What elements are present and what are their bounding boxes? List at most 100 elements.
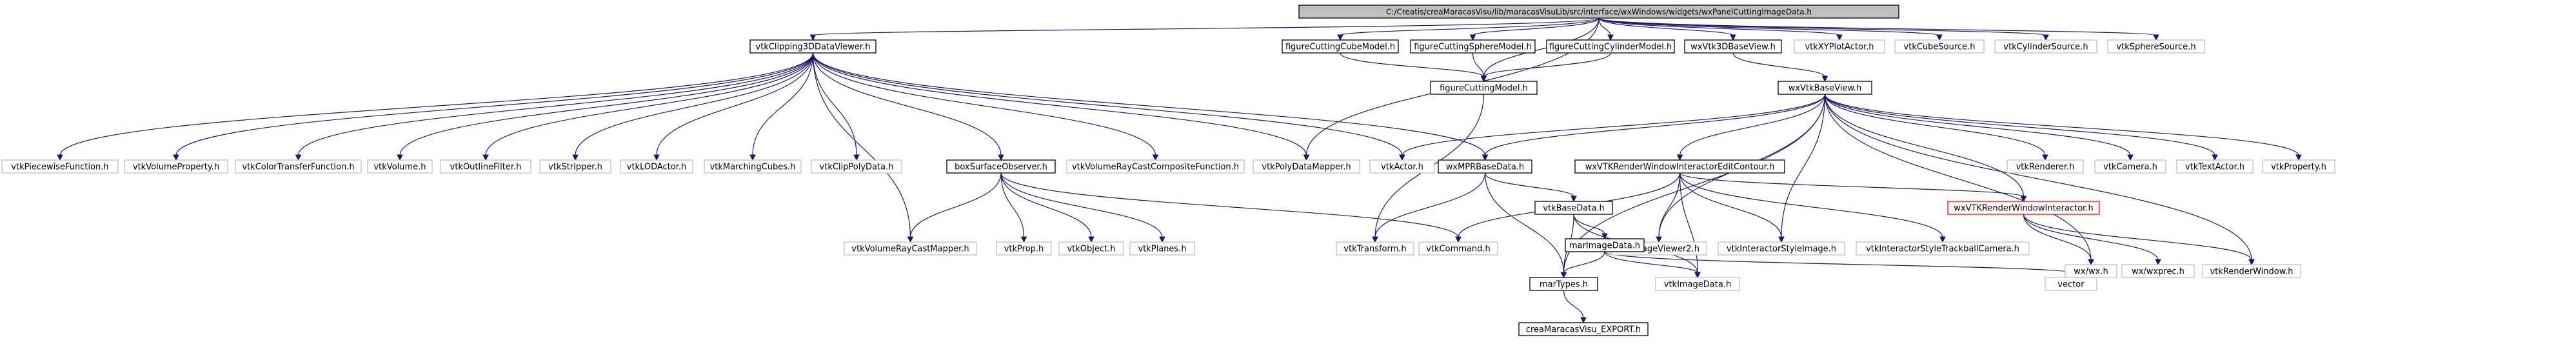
node-figure-cutting-model[interactable]: figureCuttingModel.h [1430,81,1538,95]
edge-wx-vtk3-dbase-view-to-wx-vtk-base-view [1732,52,1828,83]
edge-wx-mprbase-data-to-mar-types [1484,172,1567,279]
edge-root-to-vtk-sphere-source [1598,17,2159,41]
node-label: vector [2057,280,2085,290]
node-wx-vtkrender-window-interactor[interactable]: wxVTKRenderWindowInteractor.h [1947,201,2100,215]
edge-wx-mprbase-data-to-vtk-transform [1372,172,1486,243]
node-figure-cutting-cylinder-model[interactable]: figureCuttingCylinderModel.h [1546,39,1675,54]
node-label: vtkClipPolyData.h [820,163,894,172]
node-box-surface-observer[interactable]: boxSurfaceObserver.h [946,159,1056,174]
edge-mar-image-data-to-vtk-image-data [1604,251,1701,279]
edge-wx-vtkrender-window-interactor-edit-contour-to-wx-vtkrender-window-interactor [1679,172,2027,203]
edge-vtk-base-data-to-mar-image-data [1573,214,1608,240]
node-vtk-interactor-style-trackball-camera: vtkInteractorStyleTrackballCamera.h [1856,241,2030,256]
edge-root-to-figure-cutting-cylinder-model [1598,17,1614,41]
edge-wx-vtkrender-window-interactor-edit-contour-to-vtk-interactor-style-image [1679,172,1785,243]
edge-vtk-clipping3-ddata-viewer-to-vtk-volume [397,52,814,161]
edge-box-surface-observer-to-vtk-volume-ray-cast-mapper [907,172,1002,243]
node-vtk-clipping3-ddata-viewer[interactable]: vtkClipping3DDataViewer.h [749,39,877,54]
node-label: vtkProperty.h [2271,163,2326,172]
node-vtk-object: vtkObject.h [1058,241,1124,256]
node-vtk-render-window: vtkRenderWindow.h [2202,264,2301,278]
node-crea-maracas-visu-export[interactable]: creaMaracasVisu_EXPORT.h [1518,322,1649,336]
node-label: vtkCylinderSource.h [2003,43,2088,52]
edge-root-to-vtk-cube-source [1598,17,1943,41]
node-vtk-stripper: vtkStripper.h [539,159,611,174]
node-figure-cutting-sphere-model[interactable]: figureCuttingSphereModel.h [1410,39,1536,54]
node-label: vtkRenderer.h [2016,163,2075,172]
node-label: vtkStripper.h [548,163,602,172]
node-label: vtkInteractorStyleTrackballCamera.h [1866,245,2019,254]
edge-vtk-clipping3-ddata-viewer-to-vtk-piecewise-function [57,52,814,161]
node-vtk-base-data[interactable]: vtkBaseData.h [1534,201,1613,215]
node-wx-vtk3-dbase-view[interactable]: wxVtk3DBaseView.h [1684,39,1782,54]
node-label: vtkVolumeProperty.h [133,163,219,172]
node-label: wxVTKRenderWindowInteractorEditContour.h [1585,163,1775,172]
edge-wx-vtkrender-window-interactor-edit-contour-to-vtk-image-viewer2 [1656,172,1681,243]
node-label: marTypes.h [1540,280,1588,290]
edge-box-surface-observer-to-vtk-command [1000,172,1461,243]
node-wx-vtk-base-view[interactable]: wxVtkBaseView.h [1778,81,1872,95]
edge-root-to-vtk-cylinder-source [1598,17,2049,41]
node-label: wx/wx.h [2074,267,2108,277]
edge-wx-vtk-base-view-to-vtk-interactor-style-image [1778,94,1826,243]
node-vtk-renderer: vtkRenderer.h [2006,159,2084,174]
edge-wx-vtkrender-window-interactor-to-wxwx [2023,214,2094,266]
node-vtk-command: vtkCommand.h [1418,241,1498,256]
edge-wx-vtkrender-window-interactor-edit-contour-to-vtk-interactor-style-trackball-camera [1679,172,1946,243]
edge-vtk-clipping3-ddata-viewer-to-vtk-volume-ray-cast-mapper [812,52,914,243]
node-label: figureCuttingSphereModel.h [1414,43,1532,52]
node-label: figureCuttingCylinderModel.h [1549,43,1672,52]
node-vtk-transform: vtkTransform.h [1336,241,1414,256]
node-label: vtkCubeSource.h [1904,43,1976,52]
edge-mar-image-data-to-mar-types [1560,251,1605,279]
node-label: wxVtkBaseView.h [1788,84,1862,94]
node-vtk-camera: vtkCamera.h [2094,159,2166,174]
edge-vtk-clipping3-ddata-viewer-to-vtk-stripper [572,52,814,161]
node-vtk-cube-source: vtkCubeSource.h [1894,39,1985,54]
node-vtk-outline-filter: vtkOutlineFilter.h [440,159,531,174]
node-label: vtkRenderWindow.h [2210,267,2293,277]
node-label: vtkVolumeRayCastCompositeFunction.h [1072,163,1239,172]
node-label: vtkCamera.h [2103,163,2157,172]
node-vtk-property: vtkProperty.h [2262,159,2335,174]
edge-wx-vtk-base-view-to-vtk-property [1824,94,2302,161]
node-vector: vector [2045,277,2097,291]
edge-wx-vtk-base-view-to-vtk-renderer [1824,94,2048,161]
node-label: vtkLODActor.h [627,163,687,172]
edge-wx-vtkrender-window-interactor-to-vtk-render-window [2023,214,2255,266]
node-label: vtkBaseData.h [1543,204,1604,214]
node-wx-vtkrender-window-interactor-edit-contour[interactable]: wxVTKRenderWindowInteractorEditContour.h [1574,159,1785,174]
edge-wx-vtk-base-view-to-vtk-camera [1824,94,2134,161]
node-root: C:/Creatis/creaMaracasVisu/lib/maracasVi… [1298,5,1899,19]
edge-box-surface-observer-to-vtk-prop [1000,172,1027,243]
node-figure-cutting-cube-model[interactable]: figureCuttingCubeModel.h [1282,39,1399,54]
node-mar-types[interactable]: marTypes.h [1529,277,1598,291]
node-mar-image-data[interactable]: marImageData.h [1565,238,1645,252]
edge-root-to-wx-vtk3-dbase-view [1598,17,1736,41]
edge-wx-vtk-base-view-to-wx-mprbase-data [1481,94,1826,161]
edge-vtk-clipping3-ddata-viewer-to-wx-mprbase-data [812,52,1489,161]
edge-wx-vtk-base-view-to-wx-vtkrender-window-interactor-edit-contour [1676,94,1826,161]
edge-root-to-vtk-clipping3-ddata-viewer [809,17,1600,41]
node-wx-mprbase-data[interactable]: wxMPRBaseData.h [1438,159,1532,174]
node-vtk-piecewise-function: vtkPiecewiseFunction.h [1,159,119,174]
node-label: vtkTextActor.h [2185,163,2244,172]
node-label: marImageData.h [1569,241,1640,251]
edge-vtk-clipping3-ddata-viewer-to-box-surface-observer [812,52,1004,161]
node-vtk-planes: vtkPlanes.h [1129,241,1195,256]
node-vtk-lodactor: vtkLODActor.h [620,159,693,174]
node-label: creaMaracasVisu_EXPORT.h [1526,325,1641,335]
node-label: vtkPiecewiseFunction.h [11,163,108,172]
edge-vtk-clipping3-ddata-viewer-to-vtk-color-transfer-function [295,52,814,161]
node-vtk-actor: vtkActor.h [1369,159,1435,174]
edge-wx-vtk-base-view-to-vtk-actor [1399,94,1826,161]
edge-root-to-figure-cutting-sphere-model [1469,17,1600,41]
node-label: vtkMarchingCubes.h [710,163,796,172]
edge-root-to-vtk-xyplot-actor [1598,17,1843,41]
edge-wx-vtk-base-view-to-wxwx [1824,94,2094,266]
edge-vtk-clipping3-ddata-viewer-to-vtk-volume-ray-cast-composite-function [812,52,1159,161]
node-vtk-xyplot-actor: vtkXYPlotActor.h [1794,39,1885,54]
edge-vtk-clipping3-ddata-viewer-to-vtk-outline-filter [482,52,814,161]
node-label: wx/wxprec.h [2132,267,2185,277]
